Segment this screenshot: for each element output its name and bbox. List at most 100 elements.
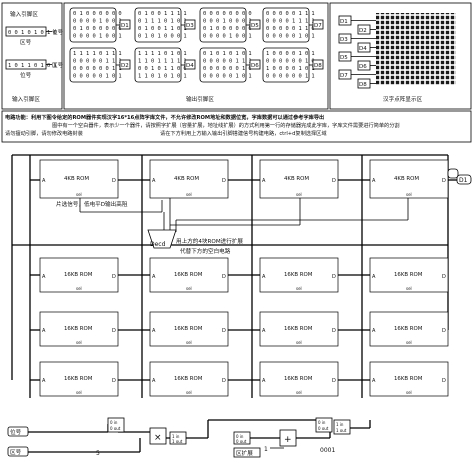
display-pin-d4[interactable]: D4 <box>357 42 376 53</box>
instructions-line-3: 请勿擅动引脚，请勿修改电路封装 <box>5 129 83 137</box>
svg-text:D: D <box>332 274 336 280</box>
const-1[interactable]: 1 <box>264 446 268 453</box>
svg-text:0 0 0 0 1 1 1 1: 0 0 0 0 1 1 1 1 <box>266 19 315 25</box>
zone-pin-bottom[interactable]: 区号 <box>7 446 29 457</box>
svg-text:D: D <box>442 274 446 280</box>
svg-text:A: A <box>372 178 376 184</box>
output-pin-d5[interactable]: 0 0 0 0 0 0 0 00 0 0 1 0 0 0 10 1 0 0 0 … <box>199 7 261 43</box>
decoder[interactable]: Decd <box>147 229 177 249</box>
adder[interactable]: + <box>279 429 297 447</box>
svg-text:A: A <box>42 328 46 334</box>
svg-text:D8: D8 <box>314 63 322 69</box>
svg-text:A: A <box>42 274 46 280</box>
svg-text:A: A <box>372 378 376 384</box>
splitter-3[interactable]: 0 in 0 out <box>233 431 251 445</box>
display-pin-d2[interactable]: D2 <box>357 24 376 35</box>
output-block-1: 0 1 0 0 0 0 0 00 0 0 0 1 0 0 10 1 0 0 0 … <box>69 7 131 83</box>
svg-text:16KB ROM: 16KB ROM <box>64 272 93 278</box>
svg-text:区号: 区号 <box>10 449 22 456</box>
svg-text:D: D <box>332 178 336 184</box>
zone-input-pin[interactable]: 0 0 1 0 1 0 1 0 <box>5 26 57 37</box>
output-pin-d3[interactable]: 0 1 0 0 1 1 1 10 1 1 1 0 1 0 10 1 0 0 1 … <box>134 7 196 43</box>
svg-text:0 in: 0 in <box>236 434 244 439</box>
svg-text:0 0 0 0 0 0 1 0: 0 0 0 0 0 0 1 0 <box>203 66 252 72</box>
pos-input-pin[interactable]: 1 0 1 1 0 1 0 1 <box>5 59 57 70</box>
chip-select-note: 片选信号，低电平D输出高阻 <box>56 200 128 208</box>
const-5[interactable]: 5 <box>96 450 100 457</box>
output-pin-d2[interactable]: 1 1 1 1 0 1 1 10 0 0 0 0 1 1 10 0 0 0 0 … <box>69 47 131 83</box>
splitter-2[interactable]: 1 in 1 out <box>169 431 187 445</box>
svg-text:D: D <box>332 328 336 334</box>
splitter-1[interactable]: 0 in 0 out <box>107 417 125 433</box>
svg-text:sel: sel <box>186 390 192 395</box>
svg-text:0 out: 0 out <box>318 426 329 431</box>
multiplier[interactable]: × <box>149 427 167 445</box>
display-pin-d8[interactable]: D8 <box>357 78 376 89</box>
splitter-4[interactable]: 0 in 0 out <box>315 417 333 433</box>
output-pin-d4[interactable]: 1 1 1 1 0 1 0 11 1 0 1 1 1 1 10 0 1 0 1 … <box>134 47 196 83</box>
svg-text:16KB ROM: 16KB ROM <box>394 326 423 332</box>
expand-note-2: 代替下方的空白电路 <box>180 247 231 255</box>
output-pin-d8[interactable]: 1 0 0 0 0 1 0 10 0 0 0 0 0 1 01 0 0 0 0 … <box>262 47 324 83</box>
dot-matrix-display <box>376 13 456 85</box>
svg-text:Decd: Decd <box>150 241 166 248</box>
display-pin-d5[interactable]: D5 <box>338 51 376 62</box>
svg-text:D: D <box>222 274 226 280</box>
display-pin-d7[interactable]: D7 <box>338 69 376 80</box>
svg-text:1 1 0 1 1 1 1 1: 1 1 0 1 1 1 1 1 <box>138 59 187 65</box>
svg-text:0 0 0 1 0 0 0 1: 0 0 0 1 0 0 0 1 <box>203 19 252 25</box>
svg-text:sel: sel <box>406 286 412 291</box>
svg-text:D: D <box>442 328 446 334</box>
svg-text:D4: D4 <box>186 63 194 69</box>
splitter-5[interactable]: 1 in 1 out <box>333 419 351 435</box>
output-pin-d1-tail[interactable] <box>447 168 459 179</box>
pos-pin-bottom[interactable]: 位号 <box>7 426 29 437</box>
display-pin-d3[interactable]: D3 <box>338 33 376 44</box>
svg-text:0 0 0 0 0 1 0 1: 0 0 0 0 0 1 0 1 <box>73 74 122 80</box>
input-zone-frame <box>1 2 63 110</box>
svg-text:16KB ROM: 16KB ROM <box>64 326 93 332</box>
svg-text:A: A <box>152 378 156 384</box>
zone-expand-box[interactable]: 区扩展 <box>233 447 261 458</box>
svg-text:1: 1 <box>264 446 268 453</box>
svg-text:D: D <box>112 378 116 384</box>
svg-text:D5: D5 <box>251 23 259 29</box>
display-zone-title: 汉字点阵显示区 <box>383 95 423 103</box>
svg-text:1 out: 1 out <box>172 439 183 444</box>
svg-text:A: A <box>42 178 46 184</box>
display-pin-d1[interactable]: D1 <box>338 15 376 26</box>
zone-input-caption: 区号 <box>20 39 32 46</box>
display-pin-d6[interactable]: D6 <box>357 60 376 71</box>
output-pin-d6[interactable]: 0 1 0 1 0 1 0 10 0 0 0 0 1 1 10 0 0 0 0 … <box>199 47 261 83</box>
output-pin-d1[interactable]: D1 <box>456 174 472 185</box>
output-block-3: 0 0 0 0 0 0 0 00 0 0 1 0 0 0 10 1 0 0 0 … <box>199 7 261 83</box>
output-pin-d1[interactable]: 0 1 0 0 0 0 0 00 0 0 0 1 0 0 10 1 0 0 0 … <box>69 7 131 43</box>
svg-text:A: A <box>372 274 376 280</box>
svg-text:0 1 0 1 0 1 0 1: 0 1 0 1 0 1 0 1 <box>203 51 252 57</box>
svg-text:位号: 位号 <box>10 428 22 436</box>
svg-text:A: A <box>152 274 156 280</box>
const-0001[interactable]: 0001 <box>320 447 335 454</box>
svg-text:sel: sel <box>76 390 82 395</box>
svg-text:16KB ROM: 16KB ROM <box>284 376 313 382</box>
svg-text:D: D <box>222 378 226 384</box>
output-pin-d7[interactable]: 0 0 0 0 0 1 1 10 0 0 0 1 1 1 10 0 0 0 0 … <box>262 7 324 43</box>
svg-text:sel: sel <box>186 340 192 345</box>
